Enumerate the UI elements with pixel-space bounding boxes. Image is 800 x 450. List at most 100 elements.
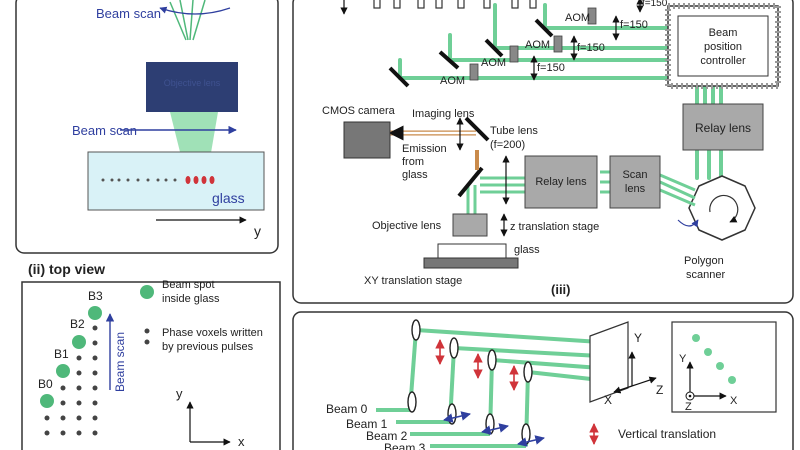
beam-1-label: Beam 1 — [346, 417, 388, 431]
beam-spot-b3 — [88, 306, 102, 320]
polygon-label-line2: scanner — [686, 269, 725, 281]
beam-label-b0: B0 — [38, 377, 53, 391]
emission-line3: glass — [402, 169, 428, 181]
relay-lens-mid — [524, 155, 598, 209]
beam-2-label: Beam 2 — [366, 429, 408, 443]
legend-beam-spot-line2: inside glass — [162, 293, 220, 305]
objective-lens — [452, 213, 488, 237]
beam-label-b3: B3 — [88, 289, 103, 303]
polygon-scanner — [688, 175, 756, 241]
lens-label-1: f=150 — [642, 0, 668, 9]
steering-mirrors — [388, 18, 554, 88]
focus-spots-red — [185, 176, 215, 184]
axis-z-3d-label: Z — [656, 383, 663, 397]
horizontal-translation-arrows — [443, 411, 545, 447]
beam-paths-mid — [466, 170, 696, 214]
lens-label-2: f=150 — [620, 19, 648, 31]
beam-label-b2: B2 — [70, 317, 85, 331]
legend-voxels-line1: Phase voxels written — [162, 327, 263, 339]
polygon-rotation-arrow — [709, 194, 739, 223]
axis-x-3d-label: X — [604, 393, 612, 407]
left-top-frame — [15, 0, 279, 254]
glass-label: glass — [212, 190, 245, 206]
dichroic-mirror-lower — [457, 166, 484, 198]
beam-fan-top — [169, 0, 206, 41]
beam-scan-label-mid: Beam scan — [72, 123, 137, 138]
beam-spot-b0 — [40, 394, 54, 408]
inset-spots — [692, 334, 736, 384]
inset-z-label: Z — [685, 401, 692, 413]
beam-3-label: Beam 3 — [384, 441, 426, 450]
objective-box — [146, 62, 238, 112]
glass-sample-label: glass — [514, 244, 540, 256]
beam-position-controller: Beam position controller — [665, 3, 781, 89]
top-optics-row — [340, 0, 537, 15]
legend-beam-spot-icon — [140, 285, 154, 299]
aom-label-3: AOM — [481, 57, 506, 69]
voxel-row — [101, 178, 177, 182]
lens-label-4: f=150 — [537, 62, 565, 74]
setup-frame — [292, 0, 794, 304]
setup-panel-label: (iii) — [551, 282, 571, 297]
bottom-frame — [292, 311, 794, 450]
beam-spot-b1 — [56, 364, 70, 378]
aom-label-2: AOM — [525, 39, 550, 51]
inset-z-axis-center — [688, 394, 692, 398]
polygon-label-line1: Polygon — [684, 255, 724, 267]
beam-spots — [40, 306, 102, 408]
z-stage-label: z translation stage — [510, 221, 599, 233]
tube-lens-line1: Tube lens — [490, 125, 538, 137]
relay-lens-mid-label: Relay lens — [535, 176, 587, 188]
translated-beams — [376, 328, 601, 448]
setup-panel: AOM AOM AOM AOM f=150 f=150 f=150 f=150 … — [292, 0, 794, 304]
axis-z-3d — [631, 376, 657, 387]
relay-lens-right-label: Relay lens — [695, 121, 751, 135]
axis-y-3d-label: Y — [634, 331, 642, 345]
scan-lens-line1: Scan — [622, 169, 647, 181]
aom-label-1: AOM — [565, 12, 590, 24]
scan-lens-line2: lens — [625, 183, 646, 195]
controller-label-line1: Beam — [709, 27, 738, 39]
imaging-lens-label: Imaging lens — [412, 108, 475, 120]
beam-label-b1: B1 — [54, 347, 69, 361]
controller-label-line2: position — [704, 41, 742, 53]
scan-lens — [609, 155, 661, 209]
aom-blocks — [469, 7, 597, 81]
phase-voxel-grid — [44, 325, 98, 436]
objective-lens-label: Objective lens — [372, 220, 442, 232]
image-plane — [589, 321, 629, 403]
beam-translation-panel: Y Z X Y X Z Beam 0 Beam 1 Beam 2 Beam 3 … — [292, 311, 794, 450]
vertical-translation-label: Vertical translation — [618, 427, 716, 441]
tube-lens-line2: (f=200) — [490, 139, 525, 151]
axis-x-3d — [613, 385, 633, 394]
lens-label-3: f=150 — [577, 42, 605, 54]
xy-stage — [423, 257, 519, 269]
f150-lenses — [530, 0, 644, 81]
y-axis-label: y — [254, 223, 261, 239]
xy-stage-label: XY translation stage — [364, 275, 462, 287]
beam-0-label: Beam 0 — [326, 402, 368, 416]
beam-spot-b2 — [72, 335, 86, 349]
top-view-y-label: y — [176, 386, 183, 401]
top-view-panel: (ii) top view B3 B2 B1 B0 Beam scan Beam… — [21, 261, 281, 450]
beam-scan-vertical-label: Beam scan — [113, 332, 127, 392]
beam-paths-top — [398, 3, 723, 180]
cmos-camera — [343, 121, 391, 159]
legend-voxels-line2: by previous pulses — [162, 341, 254, 353]
cmos-camera-label: CMOS camera — [322, 105, 396, 117]
scan-direction-arrow — [677, 219, 699, 228]
glass-sample — [437, 243, 507, 259]
dichroic-mirror-upper — [464, 116, 490, 142]
beam-scan-label-top: Beam scan — [96, 6, 161, 21]
aom-label-4: AOM — [440, 75, 465, 87]
beam-scan-arc-arrow — [159, 6, 231, 15]
vertical-translation-arrows — [435, 339, 519, 391]
inset-y-label: Y — [679, 353, 687, 365]
top-view-frame — [21, 281, 281, 450]
controller-label-line3: controller — [700, 55, 746, 67]
objective-box-label: Objective lens — [164, 78, 221, 88]
emission-line1: Emission — [402, 143, 447, 155]
left-panel-side-view: Beam scan Objective lens Beam scan glass… — [15, 0, 279, 254]
relay-lens-right — [682, 103, 764, 151]
